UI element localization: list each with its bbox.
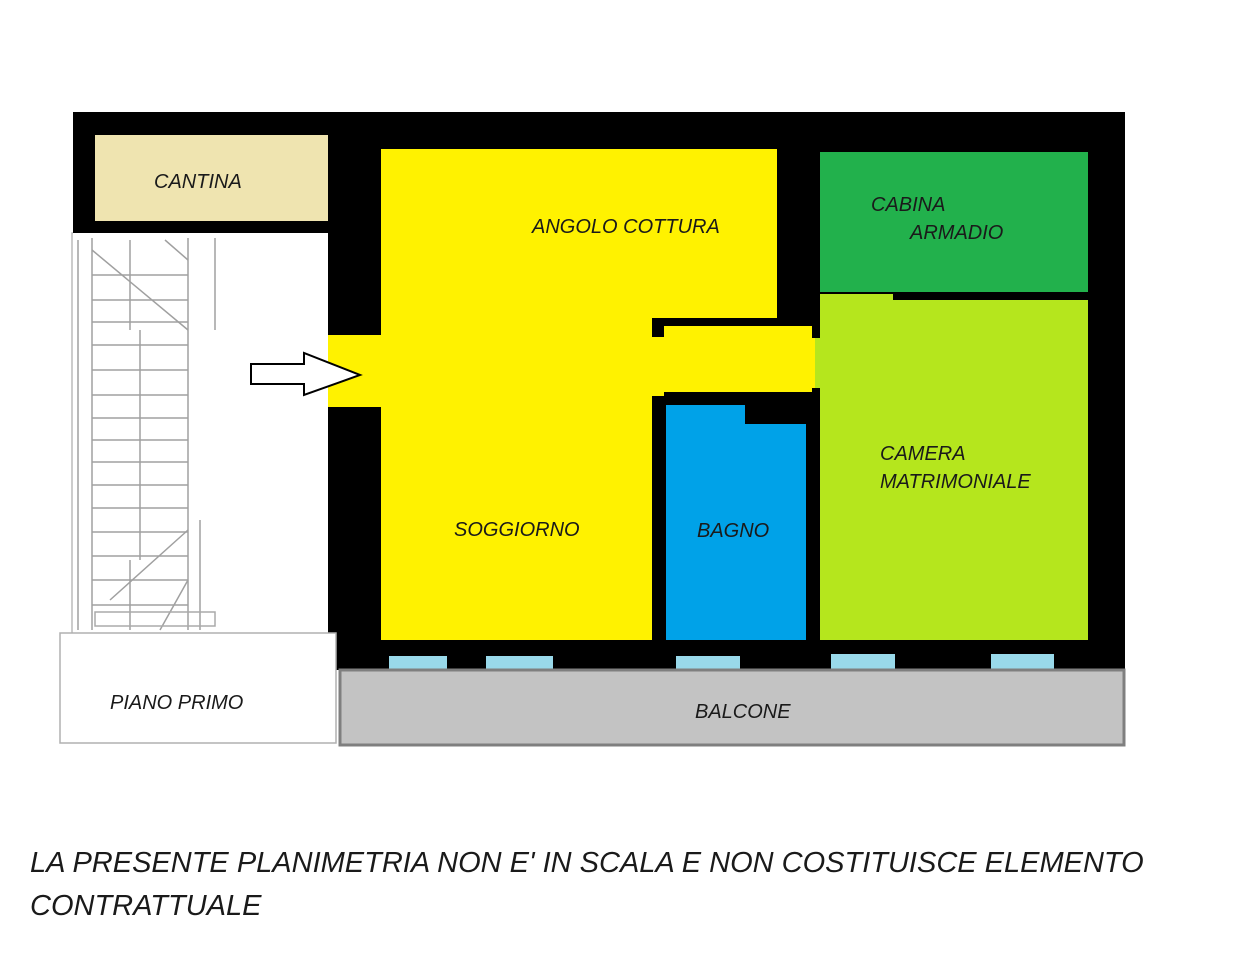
area-piano-primo [59, 632, 337, 744]
label-piano-primo: PIANO PRIMO [110, 692, 243, 714]
disclaimer-note: LA PRESENTE PLANIMETRIA NON E' IN SCALA … [30, 842, 1144, 928]
label-cabina: CABINA [871, 194, 945, 216]
room-soggiorno-angolo-cottura [381, 149, 777, 640]
label-angolo-cottura: ANGOLO COTTURA [531, 216, 720, 238]
room-cantina [95, 135, 328, 221]
label-balcone: BALCONE [695, 701, 791, 723]
disclaimer-line-1: LA PRESENTE PLANIMETRIA NON E' IN SCALA … [30, 847, 1144, 879]
area-balcone [338, 668, 1126, 747]
corridor [652, 326, 812, 396]
label-camera: CAMERA [880, 443, 966, 465]
disclaimer-line-2: CONTRATTUALE [30, 890, 262, 922]
label-bagno: BAGNO [697, 520, 769, 542]
room-bagno [666, 405, 806, 640]
room-cabina-armadio [820, 152, 1088, 292]
label-cantina: CANTINA [154, 171, 242, 193]
label-soggiorno: SOGGIORNO [454, 519, 580, 541]
windows [389, 654, 1054, 670]
entrance-arrow-icon [250, 351, 363, 397]
room-camera-matrimoniale [815, 294, 1088, 640]
label-armadio: ARMADIO [909, 222, 1003, 244]
label-matrimoniale: MATRIMONIALE [880, 471, 1031, 493]
